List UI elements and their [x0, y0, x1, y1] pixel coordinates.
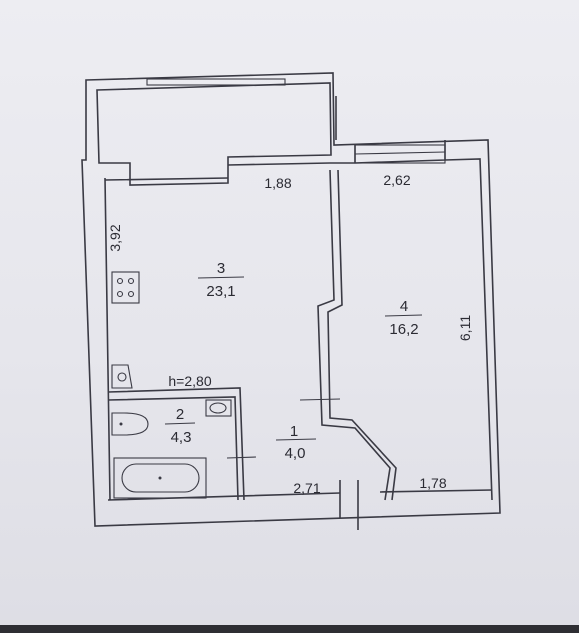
- room-1-number: 1: [290, 423, 298, 440]
- photo-bottom-edge: [0, 625, 579, 633]
- bathtub-icon: [113, 457, 207, 499]
- room-2-area: 4,3: [171, 429, 192, 446]
- outer-wall: [81, 72, 501, 527]
- toilet-icon: [111, 412, 149, 436]
- dimension-room-top: 2,62: [383, 172, 410, 188]
- dimension-kitchen-top: 1,88: [264, 175, 291, 191]
- dimension-hall-bottom: 2,71: [293, 480, 320, 496]
- balcony-outline: [96, 82, 332, 186]
- kitchen-inner-wall: [104, 162, 345, 181]
- balcony-window: [146, 78, 286, 86]
- stove-icon: [111, 271, 140, 304]
- room-3-number: 3: [217, 260, 225, 277]
- room-2-number: 2: [176, 406, 184, 423]
- room-4-number: 4: [400, 298, 408, 315]
- inner-bottom-wall: [104, 177, 493, 501]
- kitchen-sink-icon: [111, 364, 133, 389]
- dimension-kitchen-side: 3,92: [107, 224, 123, 251]
- room-4-area: 16,2: [389, 321, 418, 338]
- dimension-room-side: 6,11: [457, 315, 473, 341]
- bathroom-sink-icon: [205, 399, 232, 417]
- bathroom-wall: [107, 387, 245, 501]
- dimension-room-bottom: 1,78: [419, 475, 446, 491]
- room-1-area: 4,0: [285, 445, 306, 462]
- ceiling-height: h=2,80: [168, 373, 211, 389]
- partition-wall: [317, 169, 397, 501]
- room-3-area: 23,1: [206, 283, 235, 300]
